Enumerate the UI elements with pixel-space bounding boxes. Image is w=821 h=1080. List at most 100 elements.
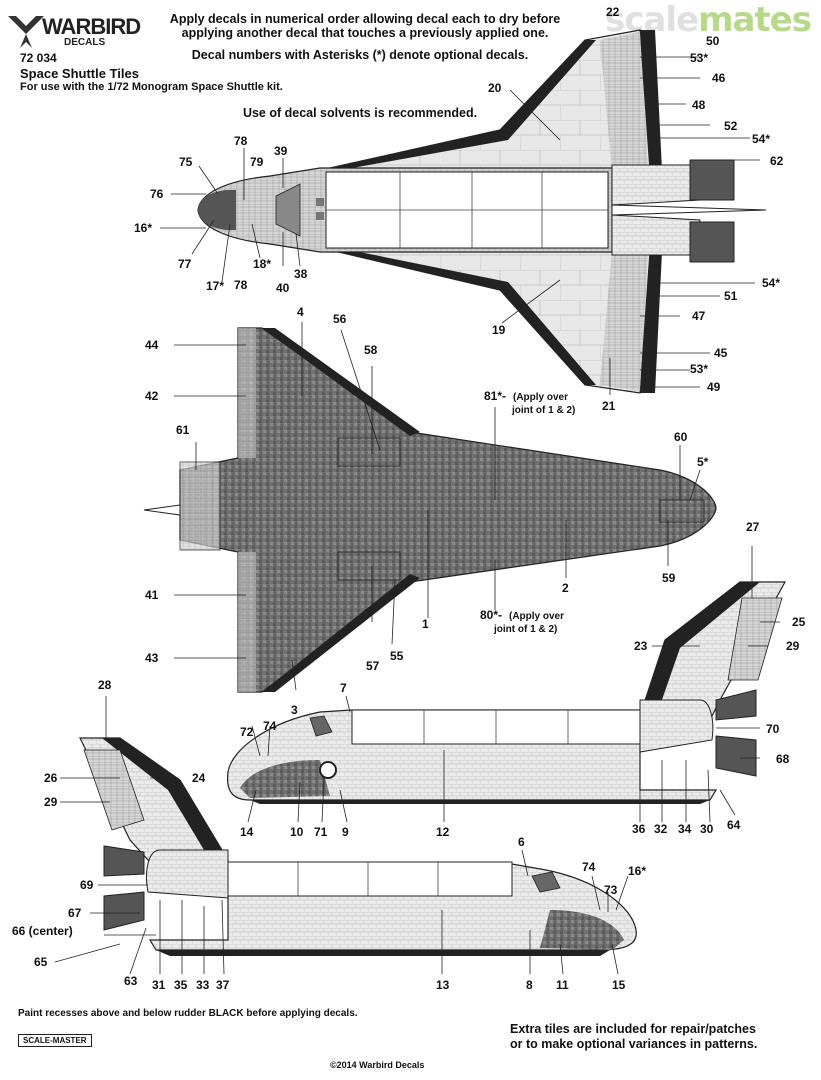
right-side-view: [226, 581, 787, 804]
label-29-left: 29: [44, 795, 58, 809]
label-28: 28: [98, 678, 112, 692]
bottom-leading-edge-lower: [262, 574, 420, 692]
label-18: 18*: [253, 257, 271, 271]
bottom-elevon-upper: [238, 328, 256, 458]
extra-tiles-note-2: or to make optional variances in pattern…: [510, 1037, 758, 1051]
label-23: 23: [634, 639, 648, 653]
label-6: 6: [518, 835, 525, 849]
label-63: 63: [124, 974, 138, 988]
instruction-line-4: Use of decal solvents is recommended.: [242, 106, 478, 120]
right-engine-lower: [715, 735, 757, 777]
label-71: 71: [314, 825, 328, 839]
label-24: 24: [192, 771, 206, 785]
label-80-note-2: joint of 1 & 2): [493, 624, 557, 635]
label-66-center: 66 (center): [12, 924, 73, 938]
label-37: 37: [216, 978, 230, 992]
left-oms-pod: [146, 849, 229, 899]
label-78-lower: 78: [234, 278, 248, 292]
label-36: 36: [632, 822, 646, 836]
label-69: 69: [80, 878, 94, 892]
label-7: 7: [340, 681, 347, 695]
label-31: 31: [152, 978, 166, 992]
instruction-line-2: applying another decal that touches a pr…: [181, 26, 549, 40]
label-27: 27: [746, 520, 760, 534]
label-67: 67: [68, 906, 82, 920]
label-5: 5*: [697, 455, 709, 469]
top-engine-lower: [689, 221, 735, 263]
right-rudder: [727, 597, 783, 681]
label-35: 35: [174, 978, 188, 992]
label-48: 48: [692, 98, 706, 112]
label-11: 11: [556, 978, 569, 992]
label-21: 21: [602, 399, 616, 413]
label-1: 1: [422, 617, 429, 631]
label-3: 3: [291, 703, 298, 717]
left-nose-dark-tiles: [540, 910, 624, 950]
label-81: 81*-: [484, 389, 506, 403]
label-2: 2: [562, 581, 569, 595]
top-view: [197, 29, 767, 394]
label-16-left: 16*: [628, 864, 646, 878]
bottom-tail-tip: [143, 504, 181, 516]
label-14: 14: [240, 825, 254, 839]
brand-sub: DECALS: [64, 37, 106, 48]
label-59: 59: [662, 571, 676, 585]
label-46: 46: [712, 71, 726, 85]
label-47: 47: [692, 309, 706, 323]
instruction-line-1: Apply decals in numerical order allowing…: [169, 12, 561, 26]
label-72: 72: [240, 725, 254, 739]
label-53-lower: 53*: [690, 362, 708, 376]
wing-logo-icon: [8, 16, 44, 48]
warbird-logo: WARBIRD DECALS: [6, 4, 141, 52]
left-rudder: [83, 749, 145, 831]
left-engine-upper: [103, 845, 145, 877]
label-17: 17*: [206, 279, 224, 293]
bottom-view: [143, 327, 717, 693]
label-39: 39: [274, 144, 288, 158]
label-33: 33: [196, 978, 210, 992]
left-cockpit-window: [531, 871, 561, 893]
label-62: 62: [770, 154, 784, 168]
right-payload-doors: [351, 709, 643, 745]
left-payload-doors: [227, 861, 513, 897]
left-engine-lower: [103, 891, 145, 931]
right-nose-dark-tiles: [240, 760, 330, 798]
label-81-note-2: joint of 1 & 2): [511, 405, 575, 416]
label-40: 40: [276, 281, 290, 295]
label-81-note-1: (Apply over: [513, 392, 568, 403]
kit-subtitle: For use with the 1/72 Monogram Space Shu…: [20, 81, 283, 93]
top-cockpit-windows: [275, 183, 301, 237]
left-tail-leading-edge: [102, 738, 228, 860]
label-20: 20: [488, 81, 502, 95]
left-side-view: [79, 737, 637, 956]
top-wing-upper-trailing-edge: [640, 30, 662, 170]
label-32: 32: [654, 822, 668, 836]
top-wing-upper-elevon: [600, 32, 648, 172]
kit-title: Space Shuttle Tiles: [20, 66, 139, 81]
right-oms-pod: [639, 699, 714, 753]
bottom-gear-door-lower: [337, 551, 401, 581]
instruction-line-3: Decal numbers with Asterisks (*) denote …: [191, 48, 529, 62]
label-22: 22: [606, 5, 620, 19]
label-41: 41: [145, 588, 159, 602]
label-25: 25: [792, 615, 806, 629]
label-12: 12: [436, 825, 450, 839]
right-engine-upper: [715, 689, 757, 721]
label-70: 70: [766, 722, 780, 736]
top-nose-cap: [198, 190, 236, 230]
label-42: 42: [145, 389, 159, 403]
copyright: ©2014 Warbird Decals: [330, 1060, 425, 1070]
label-79: 79: [250, 155, 264, 169]
paint-note: Paint recesses above and below rudder BL…: [18, 1008, 358, 1019]
label-74-right: 74: [263, 719, 277, 733]
label-74-left: 74: [582, 860, 596, 874]
label-80-note-1: (Apply over: [509, 611, 564, 622]
label-64: 64: [727, 818, 741, 832]
label-30: 30: [700, 822, 714, 836]
label-19: 19: [492, 323, 506, 337]
label-57: 57: [366, 659, 380, 673]
label-10: 10: [290, 825, 304, 839]
product-code: 72 034: [20, 51, 57, 65]
